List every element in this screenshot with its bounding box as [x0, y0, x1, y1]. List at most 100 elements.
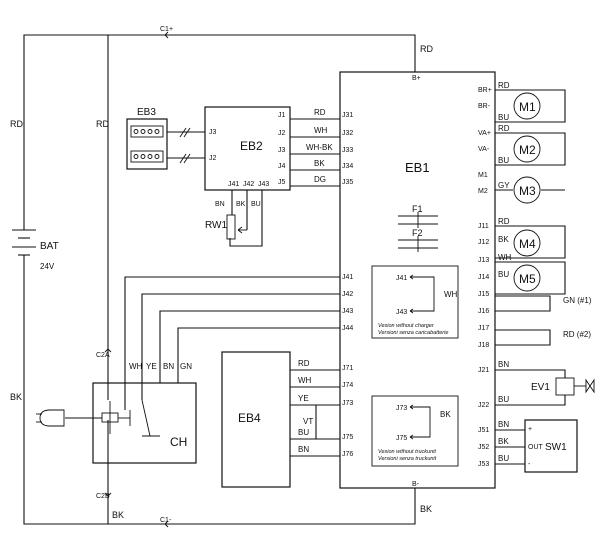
eb1-j7-pins: J71 J74 J73 J75 J76	[342, 365, 353, 458]
m2-wire-bu: BU	[498, 156, 509, 165]
ch-label: CH	[170, 435, 187, 449]
battery-label: BAT	[40, 241, 59, 252]
eb4-wire-bu: BU	[298, 428, 309, 437]
eb3-panel	[126, 118, 168, 170]
sw1-wire-bk: BK	[498, 437, 509, 446]
eb4-wire-wh: WH	[298, 376, 312, 385]
eb2-bottom-wire-bu: BU	[251, 201, 261, 208]
motor-m4-label: M4	[519, 237, 536, 251]
charger-box-pin-b: J43	[396, 309, 407, 316]
charger-box-note-it: Versioni senza caricabatterie	[378, 330, 448, 336]
sw1-minus: -	[528, 461, 531, 468]
rw1-label: RW1	[205, 220, 227, 231]
eb4-eb1-wires	[290, 369, 340, 457]
motor-m3-label: M3	[519, 184, 536, 198]
eb1-pin-j41: J41	[342, 274, 353, 281]
charger-box-loop	[410, 276, 435, 312]
truck-box-note-it: Versioni senza truckunit	[378, 456, 437, 462]
eb1-motor-pins: BR+ BR- VA+ VA- M1 M2	[478, 87, 492, 195]
motor-m1-icon	[513, 92, 541, 120]
motor-m3-icon	[513, 176, 541, 204]
motor-m1-label: M1	[519, 100, 536, 114]
ch-wire-wh: WH	[129, 362, 143, 371]
eb2-pin-j5: J5	[278, 179, 286, 186]
rd-2-wire	[495, 329, 551, 346]
bk-left-label: BK	[10, 392, 22, 402]
eb1-pin-j11: J11	[478, 223, 489, 230]
eb1-pin-j13: J13	[478, 257, 489, 264]
ch-wire-gn: GN	[180, 362, 192, 371]
rd-2-label: RD (#2)	[563, 330, 591, 339]
motor-m2-icon	[513, 135, 541, 163]
charger-bypass-box	[371, 265, 459, 339]
motor-m5-label: M5	[519, 272, 536, 286]
mains-plug-icon	[36, 409, 102, 427]
gn-1-label: GN (#1)	[563, 296, 592, 305]
motor-wiring	[495, 89, 566, 295]
motor-m5-icon	[513, 264, 541, 292]
eb1-pin-j33: J33	[342, 147, 353, 154]
eb1-pin-j35: J35	[342, 179, 353, 186]
eb4-label: EB4	[238, 411, 261, 425]
eb1-pin-j74: J74	[342, 382, 353, 389]
c1-plus-label: C1+	[160, 26, 173, 33]
truck-box-pin-a: J73	[396, 405, 407, 412]
c1-plus-connector-mark	[164, 31, 169, 39]
eb1-pin-j71: J71	[342, 365, 353, 372]
ch-internal-switch	[101, 399, 160, 437]
truck-bypass-box	[371, 395, 459, 467]
eb3-label: EB3	[137, 107, 156, 118]
eb1-j1-pins: J11 J12 J13 J14 J15 J16 J17 J18	[478, 223, 489, 349]
eb1-pin-j12: J12	[478, 239, 489, 246]
sw1-label: SW1	[545, 442, 567, 453]
eb1-pin-j53: J53	[478, 461, 489, 468]
fuse-f1-label: F1	[412, 204, 423, 214]
eb1-pin-m1: M1	[478, 172, 488, 179]
rw1-potentiometer	[226, 214, 247, 240]
eb1-j3-pins: J31 J32 J33 J34 J35	[342, 112, 353, 186]
m4-wire-bk: BK	[498, 235, 509, 244]
bk-bottom-label: BK	[112, 510, 124, 520]
eb2-eb1-wires	[290, 118, 340, 187]
eb1-pin-j18: J18	[478, 342, 489, 349]
eb2-wire-dg: DG	[314, 175, 326, 184]
eb1-pin-j73: J73	[342, 400, 353, 407]
eb2-bottom-wire-bn: BN	[215, 201, 225, 208]
motor-m4-icon	[513, 229, 541, 257]
eb1-pin-br-plus: BR+	[478, 87, 492, 94]
eb4-board	[221, 351, 291, 488]
m1-wire-bu: BU	[498, 113, 509, 122]
rd-left-label: RD	[10, 119, 23, 129]
sw1-plus: +	[528, 426, 532, 433]
rd-top-label: RD	[420, 44, 433, 54]
ch-j4-wires	[124, 276, 340, 410]
m2-wire-rd: RD	[498, 124, 510, 133]
battery-symbol	[12, 229, 36, 256]
eb2-rw1-wires	[229, 190, 263, 247]
eb3-eb2-cables	[167, 127, 205, 164]
ch-wire-bn: BN	[163, 362, 174, 371]
ch-charger-box	[92, 382, 197, 464]
eb1-pin-j14: J14	[478, 274, 489, 281]
c2a-connector-mark	[104, 348, 112, 353]
truck-box-wire: BK	[440, 410, 451, 419]
eb1-pin-va-plus: VA+	[478, 130, 491, 137]
eb1-pin-br-minus: BR-	[478, 103, 491, 110]
eb1-pin-j51: J51	[478, 427, 489, 434]
m5-wire-wh: WH	[498, 253, 512, 262]
truck-box-loop	[410, 406, 431, 438]
eb1-pin-j31: J31	[342, 112, 353, 119]
fuse-f2-label: F2	[412, 228, 423, 238]
eb2-wire-wh-bk: WH-BK	[306, 143, 333, 152]
supply-loop	[23, 34, 416, 525]
charger-box-wire: WH	[444, 290, 458, 299]
eb1-pin-j16: J16	[478, 308, 489, 315]
eb1-pin-j43: J43	[342, 308, 353, 315]
fuse-f1: F1	[398, 204, 438, 228]
charger-box-note-en: Vesion without charger	[378, 323, 435, 329]
c2a-label: C2A	[96, 352, 110, 359]
eb1-pin-j17: J17	[478, 325, 489, 332]
bk-right-label: BK	[420, 504, 432, 514]
eb1-label: EB1	[405, 160, 430, 175]
